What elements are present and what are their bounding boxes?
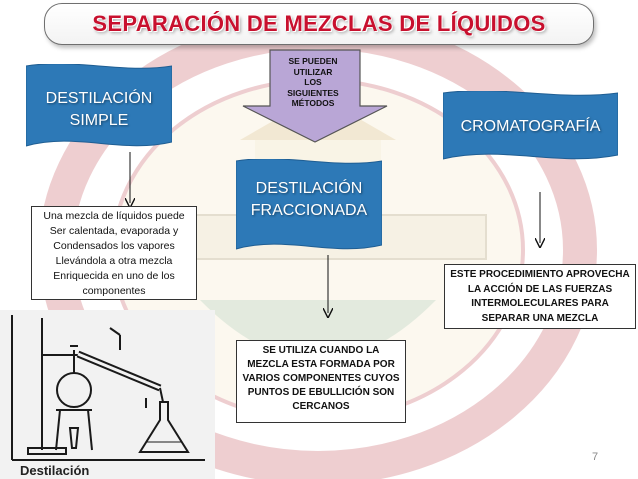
down-arrow-label: SE PUEDEN UTILIZAR LOS SIGUIENTES MÉTODO…: [270, 56, 356, 109]
description-line: LA ACCIÓN DE LAS FUERZAS: [467, 283, 613, 295]
arrow-text-line: SIGUIENTES: [287, 87, 339, 98]
label-line: FRACCIONADA: [250, 202, 368, 219]
description-line: ESTE PROCEDIMIENTO APROVECHA: [450, 269, 630, 280]
description-destilacion-simple: Una mezcla de líquidos puede Ser calenta…: [31, 206, 197, 300]
description-line: Ser calentada, evaporada y: [49, 225, 179, 237]
arrow-text-line: MÉTODOS: [291, 98, 335, 108]
banner-shape: [443, 91, 618, 160]
label-line: CROMATOGRAFÍA: [460, 118, 601, 135]
slide-title: SEPARACIÓN DE MEZCLAS DE LÍQUIDOS: [92, 11, 546, 36]
description-line: MEZCLA ESTA FORMADA POR: [247, 359, 395, 370]
description-line: VARIOS COMPONENTES CUYOS: [242, 373, 400, 384]
image-caption: Destilación: [20, 463, 90, 478]
banner-destilacion-simple: DESTILACIÓN SIMPLE: [26, 64, 172, 154]
description-line: SE UTILIZA CUANDO LA: [262, 345, 380, 356]
description-cromatografia: ESTE PROCEDIMIENTO APROVECHA LA ACCIÓN D…: [444, 264, 636, 329]
banner-destilacion-fraccionada: DESTILACIÓN FRACCIONADA: [236, 159, 382, 257]
arrow-text-line: SE PUEDEN: [288, 56, 338, 66]
down-arrow-shape: [242, 49, 388, 143]
description-line: INTERMOLECULARES PARA: [471, 298, 609, 309]
label-line: DESTILACIÓN: [45, 90, 153, 107]
banner-label: DESTILACIÓN SIMPLE: [26, 88, 172, 132]
label-line: SIMPLE: [69, 112, 129, 129]
page-number: 7: [592, 451, 599, 463]
banner-cromatografia: CROMATOGRAFÍA: [443, 91, 618, 167]
label-line: DESTILACIÓN: [255, 180, 363, 197]
description-line: CERCANOS: [292, 401, 350, 412]
description-destilacion-fraccionada: SE UTILIZA CUANDO LA MEZCLA ESTA FORMADA…: [236, 340, 406, 423]
description-line: SEPARAR UNA MEZCLA: [481, 312, 599, 324]
banner-label: CROMATOGRAFÍA: [443, 116, 618, 138]
banner-label: DESTILACIÓN FRACCIONADA: [236, 178, 382, 222]
description-line: Una mezcla de líquidos puede: [43, 210, 185, 222]
distillation-apparatus-image: [0, 310, 215, 479]
title-banner: SEPARACIÓN DE MEZCLAS DE LÍQUIDOS: [44, 3, 594, 45]
description-line: Llevándola a otra mezcla: [55, 255, 173, 267]
description-line: PUNTOS DE EBULLICIÓN SON: [247, 387, 395, 398]
banner-shape: [236, 159, 382, 250]
banner-shape: [26, 64, 172, 147]
arrow-text-line: UTILIZAR: [293, 66, 333, 77]
description-line: Enriquecida en uno de los: [53, 270, 175, 282]
description-line: Condensados los vapores: [53, 240, 175, 252]
arrow-text-line: LOS: [304, 77, 322, 87]
description-line: componentes: [82, 285, 146, 297]
